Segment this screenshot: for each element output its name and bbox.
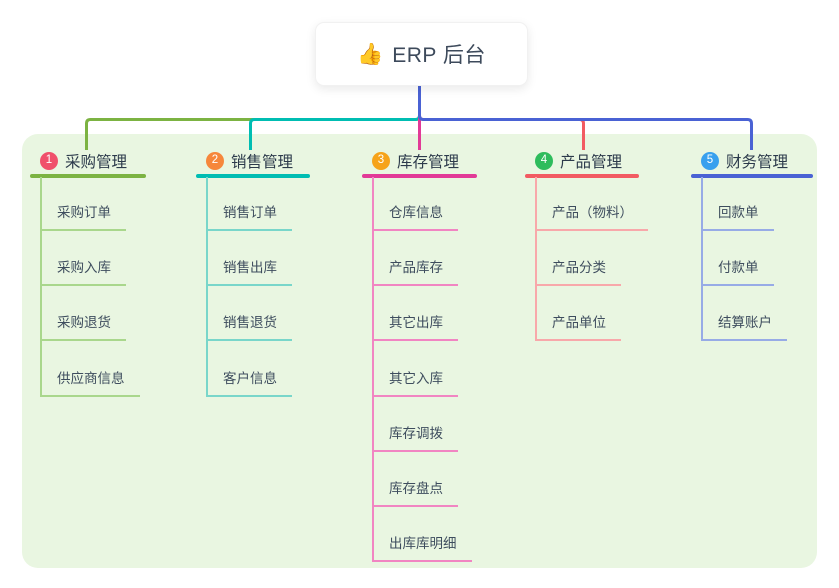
branch-number-badge: 1 (40, 152, 58, 170)
child-node[interactable]: 销售订单 (206, 204, 292, 231)
child-node[interactable]: 库存盘点 (372, 480, 458, 507)
child-node[interactable]: 产品库存 (372, 259, 458, 287)
child-node[interactable]: 结算账户 (701, 314, 787, 342)
thumbs-up-icon: 👍 (357, 42, 384, 66)
branch-node[interactable]: 5 财务管理 (701, 148, 788, 174)
child-branch-line (206, 177, 208, 397)
child-branch-line (372, 177, 374, 563)
branch-node-label: 财务管理 (726, 154, 789, 171)
branch-node-label: 采购管理 (65, 154, 128, 171)
child-node[interactable]: 销售退货 (206, 314, 292, 342)
root-node[interactable]: 👍 ERP 后台 (315, 22, 528, 86)
branch-node[interactable]: 3 库存管理 (372, 148, 459, 174)
branch-underline (30, 174, 146, 178)
child-node[interactable]: 客户信息 (206, 370, 292, 397)
child-node[interactable]: 供应商信息 (40, 370, 140, 397)
child-branch-line (701, 177, 703, 342)
branch-node[interactable]: 1 采购管理 (40, 148, 127, 174)
child-node[interactable]: 其它入库 (372, 370, 458, 397)
child-node[interactable]: 出库库明细 (372, 535, 472, 563)
branch-number-badge: 4 (535, 152, 553, 170)
child-branch-line (535, 177, 537, 342)
child-node[interactable]: 产品分类 (535, 259, 621, 287)
child-node[interactable]: 采购入库 (40, 259, 126, 287)
child-node[interactable]: 付款单 (701, 259, 774, 287)
root-node-label: ERP 后台 (392, 44, 486, 67)
branch-underline (362, 174, 477, 178)
branch-node-label: 产品管理 (560, 154, 623, 171)
branch-number-badge: 2 (206, 152, 224, 170)
branch-underline (196, 174, 310, 178)
branch-node-label: 销售管理 (231, 154, 294, 171)
branch-underline (525, 174, 639, 178)
child-node[interactable]: 库存调拨 (372, 425, 458, 452)
child-node[interactable]: 采购退货 (40, 314, 126, 342)
branch-number-badge: 3 (372, 152, 390, 170)
child-node[interactable]: 销售出库 (206, 259, 292, 287)
branches-background-panel (22, 134, 817, 568)
child-node[interactable]: 仓库信息 (372, 204, 458, 231)
branch-node-label: 库存管理 (397, 154, 460, 171)
branch-node[interactable]: 4 产品管理 (535, 148, 622, 174)
branch-node[interactable]: 2 销售管理 (206, 148, 293, 174)
child-node[interactable]: 产品（物料） (535, 204, 648, 231)
branch-number-badge: 5 (701, 152, 719, 170)
child-node[interactable]: 产品单位 (535, 314, 621, 342)
child-node[interactable]: 其它出库 (372, 314, 458, 342)
child-node[interactable]: 采购订单 (40, 204, 126, 231)
child-branch-line (40, 177, 42, 397)
child-node[interactable]: 回款单 (701, 204, 774, 231)
branch-underline (691, 174, 813, 178)
